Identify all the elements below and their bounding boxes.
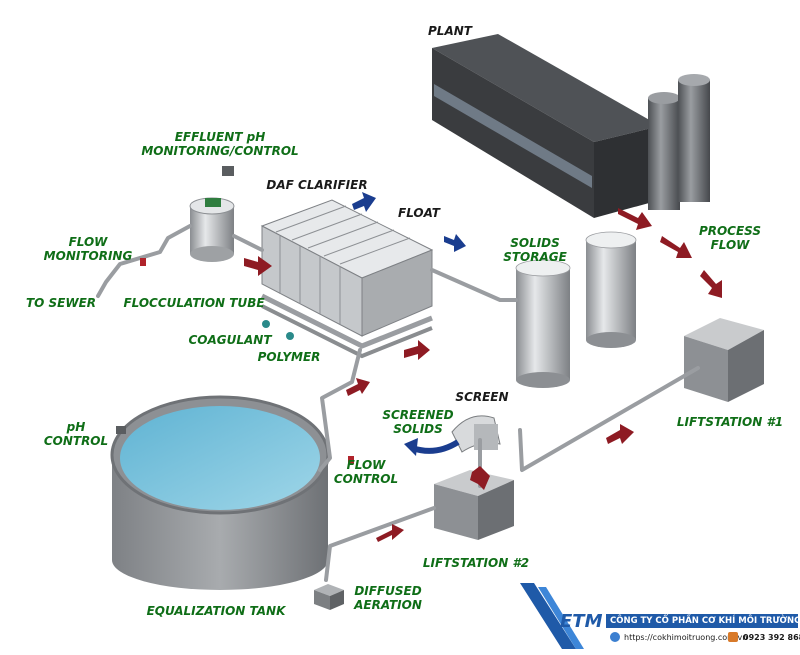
label-liftstation-2: LIFTSTATION #2: [422, 556, 530, 570]
company-website: https://cokhimoitruong.com.vn: [624, 633, 748, 642]
company-name: CÔNG TY CỔ PHẦN CƠ KHÍ MÔI TRƯỜNG ETM: [606, 614, 798, 628]
company-phone: 0923 392 868: [743, 633, 800, 642]
label-flow-monitoring: FLOW MONITORING: [43, 235, 133, 263]
plant-silos: [648, 74, 710, 210]
float-arrows: [352, 192, 466, 252]
etm-logo: ETM: [560, 611, 603, 632]
label-polymer: POLYMER: [257, 350, 321, 364]
label-flocculation-tube: FLOCCULATION TUBE: [123, 296, 265, 310]
flow-arrows: [244, 208, 722, 542]
label-solids-storage: SOLIDS STORAGE: [503, 236, 567, 264]
screened-solids-arrow: [404, 438, 460, 456]
daf-clarifier: [260, 199, 434, 359]
label-ph-control: pH CONTROL: [43, 420, 109, 448]
label-flow-control: FLOW CONTROL: [333, 458, 399, 486]
equalization-tank: [110, 395, 330, 590]
label-screen: SCREEN: [455, 390, 509, 404]
label-float: FLOAT: [398, 206, 440, 220]
liftstation-1: [684, 318, 764, 402]
label-equalization-tank: EQUALIZATION TANK: [146, 604, 286, 618]
label-screened-solids: SCREENED SOLIDS: [382, 408, 454, 436]
diffused-aeration-unit: [314, 584, 344, 610]
label-to-sewer: TO SEWER: [25, 296, 97, 310]
phone-icon: [728, 632, 738, 642]
ph-sensor-icons: [116, 166, 234, 434]
effluent-ph-tank: [189, 197, 235, 262]
screen-unit: [451, 415, 501, 453]
brand-swoosh: [520, 583, 584, 649]
liftstation-2: [434, 470, 514, 540]
chemical-dosing-icons: [262, 320, 294, 340]
label-coagulant: COAGULANT: [188, 333, 272, 347]
label-effluent-ph: EFFLUENT pH MONITORING/CONTROL: [141, 130, 299, 158]
valve-markers: [140, 258, 354, 464]
label-diffused-aeration: DIFFUSED AERATION: [354, 584, 422, 612]
label-daf-clarifier: DAF CLARIFIER: [266, 178, 368, 192]
label-plant: PLANT: [428, 24, 472, 38]
globe-icon: [610, 632, 620, 642]
label-process-flow: PROCESS FLOW: [698, 224, 762, 252]
company-branding: ETM CÔNG TY CỔ PHẦN CƠ KHÍ MÔI TRƯỜNG ET…: [520, 583, 800, 655]
solids-storage-tanks: [515, 231, 637, 388]
label-liftstation-1: LIFTSTATION #1: [676, 415, 784, 429]
plant-building: [432, 34, 660, 218]
